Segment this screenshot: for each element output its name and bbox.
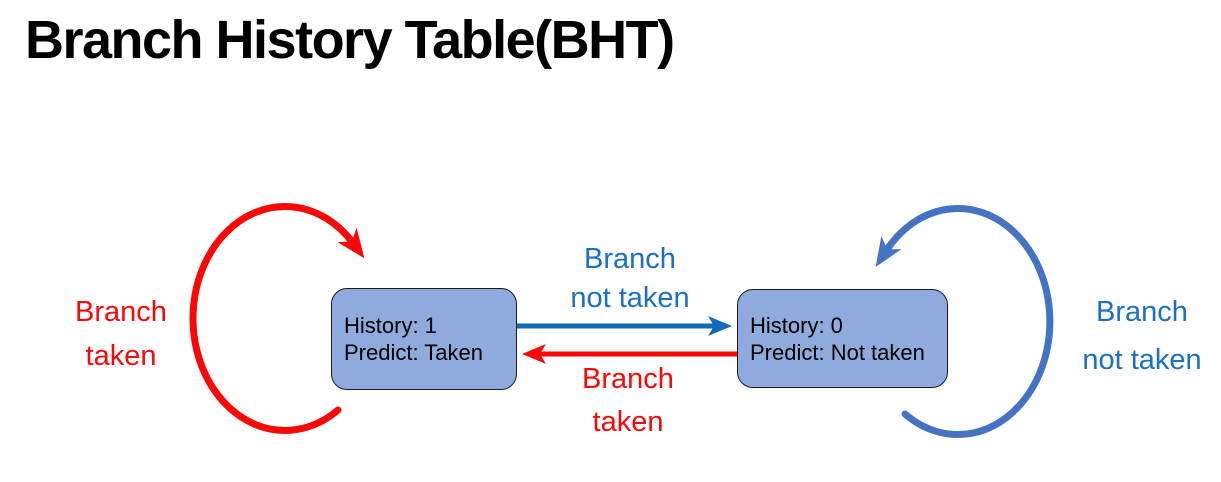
label-branch-taken-left: Branch taken	[26, 290, 216, 378]
state-box-predict-not-taken: History: 0 Predict: Not taken	[737, 289, 948, 388]
label-branch-not-taken-top: Branch not taken	[520, 240, 740, 318]
label-branch-not-taken-right: Branch not taken	[1042, 288, 1221, 384]
self-loop-taken-arc	[189, 202, 365, 434]
label-branch-taken-bottom: Branch taken	[518, 358, 738, 444]
label-line: taken	[85, 340, 157, 372]
state-history-label: History: 0	[750, 312, 843, 338]
page-title: Branch History Table(BHT)	[25, 10, 675, 70]
state-predict-label: Predict: Taken	[344, 340, 484, 365]
label-line: Branch	[582, 363, 674, 395]
label-line: Branch	[75, 296, 167, 328]
label-line: Branch	[584, 243, 676, 275]
label-line: Branch	[1096, 296, 1188, 328]
state-history-label: History: 1	[344, 313, 437, 338]
label-line: not taken	[1082, 344, 1202, 376]
state-predict-label: Predict: Not taken	[750, 339, 925, 365]
self-loop-not-taken-arc	[875, 205, 1054, 439]
label-line: taken	[592, 406, 664, 438]
label-line: not taken	[570, 282, 690, 314]
state-box-predict-taken: History: 1 Predict: Taken	[331, 288, 517, 390]
